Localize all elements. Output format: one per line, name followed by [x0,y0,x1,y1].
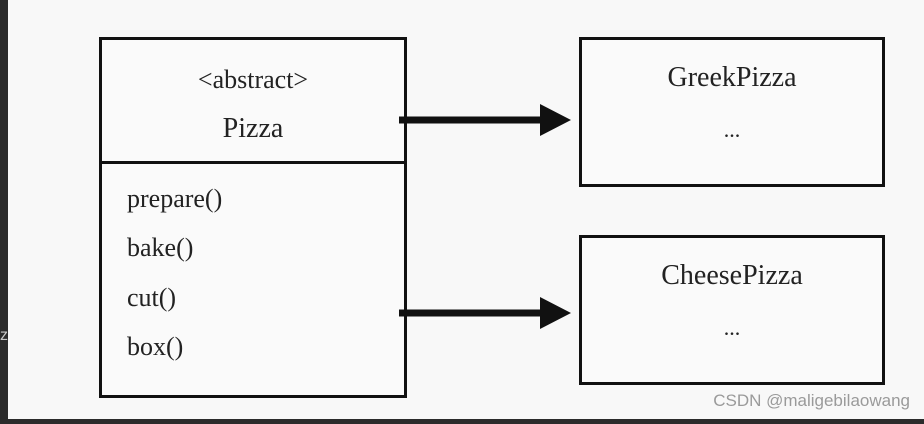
class-name-greekpizza: GreekPizza [667,62,797,93]
greekpizza-body: ... [723,117,741,142]
pizza-class-header: <abstract> Pizza [102,40,404,164]
greekpizza-class-box: GreekPizza ... [579,37,885,187]
method-cut: cut() [127,283,177,312]
stereotype-label: <abstract> [197,65,309,94]
csdn-watermark: CSDN @maligebilaowang [713,391,910,410]
method-bake: bake() [127,233,194,262]
arrows-layer [399,104,571,329]
diagram-canvas: <abstract> Pizza prepare() bake() cut() … [8,0,924,419]
method-box: box() [127,332,184,361]
class-name-cheesepizza: CheesePizza [661,260,803,291]
method-prepare: prepare() [127,184,223,213]
edge-text-fragment: z [0,327,8,344]
pizza-class-box: <abstract> Pizza prepare() bake() cut() … [99,37,407,398]
arrowhead-cheesepizza [540,297,571,329]
cheesepizza-body: ... [723,315,741,340]
class-name-pizza: Pizza [222,113,284,144]
arrowhead-greekpizza [540,104,571,136]
cheesepizza-class-box: CheesePizza ... [579,235,885,385]
